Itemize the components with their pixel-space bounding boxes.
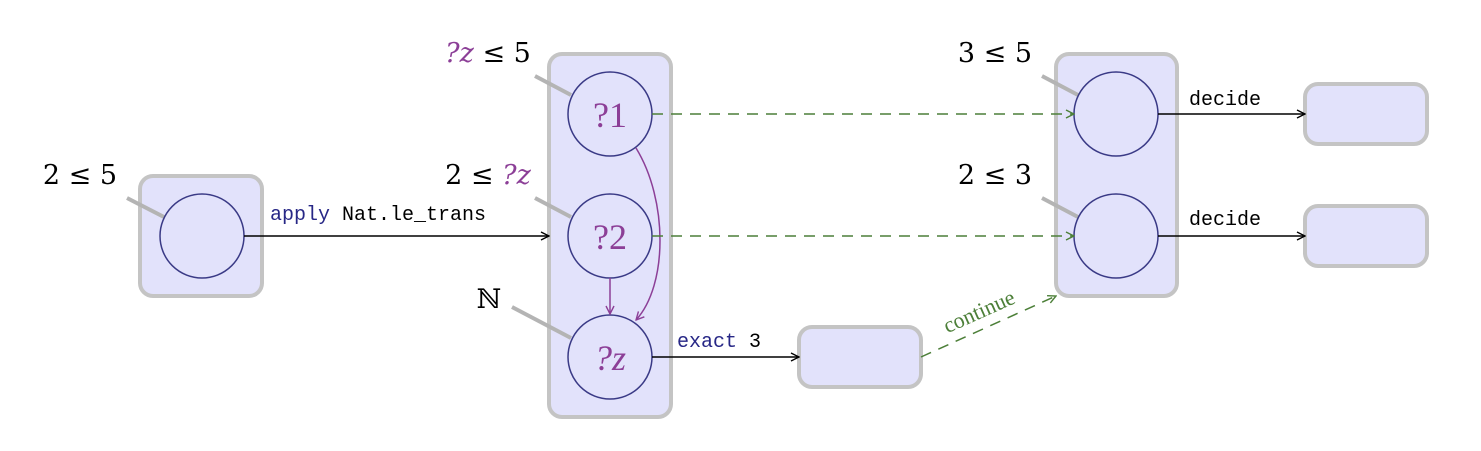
root-goal-label: 2 ≤ 5: [43, 160, 117, 191]
m1-goal-pin: [534, 74, 572, 97]
decide-bot-label: decide: [1189, 209, 1261, 232]
m2-label: ?2: [593, 217, 627, 257]
root-goal-node[interactable]: [159, 193, 245, 279]
m1-to-mz-arrow: [636, 147, 661, 320]
mz-goal-pin: [511, 305, 572, 340]
m1-goal-label: ?z ≤ 5: [445, 38, 531, 69]
apply-argument: Nat.le_trans: [330, 204, 486, 227]
mz-label: ?z: [594, 338, 626, 378]
apply-keyword: apply: [270, 204, 330, 227]
decide-top-label: decide: [1189, 89, 1261, 112]
m2-goal-pin: [534, 196, 572, 219]
m2-goal-label: 2 ≤ ?z: [445, 160, 531, 191]
continue-arrow: [920, 296, 1056, 358]
continue-label: continue: [939, 284, 1018, 338]
m1-goal-rest: ≤ 5: [474, 38, 531, 69]
right-bot-goal-label: 2 ≤ 3: [958, 160, 1032, 191]
right-top-goal-label: 3 ≤ 5: [958, 38, 1032, 69]
exact-tactic-label: exact 3: [677, 331, 761, 354]
decide-top-result-box[interactable]: [1303, 82, 1429, 146]
right-top-goal-pin: [1041, 74, 1079, 97]
m2-goal-rest: 2 ≤: [445, 160, 502, 191]
m1-goal-metavar: ?z: [445, 38, 474, 69]
mz-goal-label: ℕ: [477, 284, 502, 315]
right-bot-goal-pin: [1041, 196, 1079, 219]
right-bot-node[interactable]: [1073, 193, 1159, 279]
exact-result-box[interactable]: [797, 325, 923, 389]
apply-tactic-label: apply Nat.le_trans: [270, 204, 486, 227]
exact-argument: 3: [737, 331, 761, 354]
right-top-node[interactable]: [1073, 71, 1159, 157]
exact-keyword: exact: [677, 331, 737, 354]
decide-bot-result-box[interactable]: [1303, 204, 1429, 268]
m1-label: ?1: [593, 95, 627, 135]
root-goal-pin: [126, 196, 165, 219]
m2-goal-metavar: ?z: [502, 160, 531, 191]
